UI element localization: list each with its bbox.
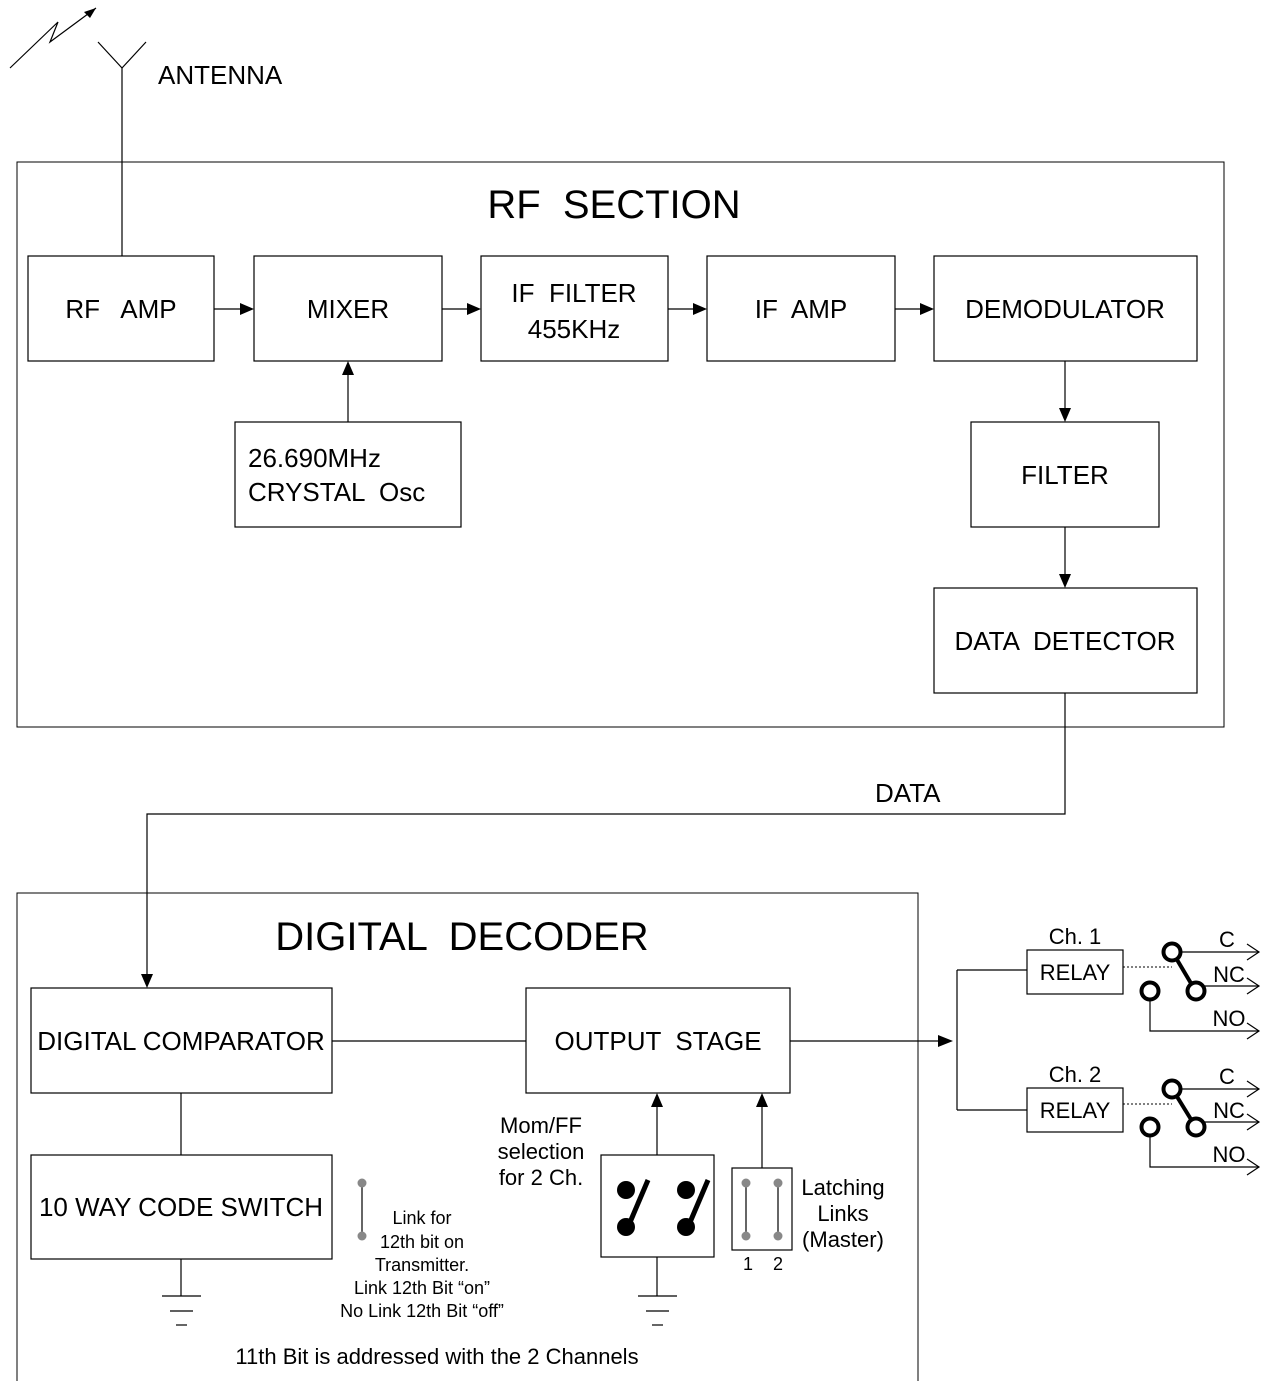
ground-icon — [162, 1295, 201, 1326]
antenna-label: ANTENNA — [158, 60, 283, 90]
code-switch-block: 10 WAY CODE SWITCH — [30, 1154, 333, 1260]
link-note-line3: Transmitter. — [375, 1255, 469, 1275]
relay-1-contact-icon — [1139, 941, 1261, 1040]
relay-feed-lines — [790, 969, 1027, 1111]
relay-2-channel-label: Ch. 2 — [1049, 1062, 1102, 1087]
latch-number-1: 1 — [743, 1254, 753, 1274]
rf-amp-label: RF AMP — [65, 294, 176, 324]
filter-label: FILTER — [1021, 460, 1109, 490]
oscillator-block: 26.690MHz CRYSTAL Osc — [234, 421, 462, 528]
latching-label-line1: Latching — [801, 1175, 884, 1200]
digital-decoder-frame — [16, 892, 919, 1381]
latching-arrow — [756, 1093, 768, 1168]
relay-1-block: RELAY — [1026, 949, 1124, 995]
latching-label-line3: (Master) — [802, 1227, 884, 1252]
if-filter-block: IF FILTER 455KHz — [480, 255, 669, 362]
decoder-footer-note: 11th Bit is addressed with the 2 Channel… — [235, 1344, 638, 1369]
link-note-line5: No Link 12th Bit “off” — [340, 1301, 504, 1321]
latching-links-block — [731, 1167, 793, 1251]
mom-ff-label-line3: for 2 Ch. — [499, 1165, 583, 1190]
switch-icon — [677, 1179, 711, 1236]
demodulator-label: DEMODULATOR — [965, 294, 1165, 324]
rf-amp-block: RF AMP — [27, 255, 215, 362]
antenna-icon — [97, 41, 147, 256]
if-amp-label: IF AMP — [755, 294, 847, 324]
mom-ff-label-line2: selection — [498, 1139, 585, 1164]
latching-label-line2: Links — [817, 1201, 868, 1226]
ground-icon — [638, 1295, 677, 1326]
relay-2-label: RELAY — [1040, 1098, 1111, 1123]
mom-ff-label-line1: Mom/FF — [500, 1113, 582, 1138]
link-note-line1: Link for — [392, 1208, 451, 1228]
latch-number-2: 2 — [773, 1254, 783, 1274]
relay-1-channel-label: Ch. 1 — [1049, 924, 1102, 949]
relay-1-contact-c: C — [1219, 927, 1235, 952]
if-amp-block: IF AMP — [706, 255, 896, 362]
relay-2-contact-no: NO — [1213, 1142, 1246, 1167]
link-note-line4: Link 12th Bit “on” — [354, 1278, 490, 1298]
digital-decoder-title: DIGITAL DECODER — [275, 915, 648, 959]
decoder-wiring — [180, 1040, 658, 1296]
output-stage-label: OUTPUT STAGE — [554, 1026, 761, 1056]
relay-1-contact-nc: NC — [1213, 962, 1245, 987]
mom-ff-switch-block — [600, 1154, 715, 1258]
relay-1-contact-no: NO — [1213, 1006, 1246, 1031]
relay-2-contact-nc: NC — [1213, 1098, 1245, 1123]
output-stage-block: OUTPUT STAGE — [525, 987, 791, 1094]
relay-2-contact-icon — [1139, 1078, 1261, 1176]
demodulator-block: DEMODULATOR — [933, 255, 1198, 362]
switch-icon — [617, 1179, 651, 1236]
oscillator-label-line2: CRYSTAL Osc — [248, 477, 425, 507]
rf-section-frame — [16, 161, 1225, 728]
filter-block: FILTER — [970, 421, 1160, 528]
relay-2-block: RELAY — [1026, 1087, 1124, 1133]
relay-2-contact-c: C — [1219, 1064, 1235, 1089]
mixer-block: MIXER — [253, 255, 443, 362]
link-note-line2: 12th bit on — [380, 1232, 464, 1252]
rf-section-title: RF SECTION — [487, 183, 740, 227]
data-detector-block: DATA DETECTOR — [933, 587, 1198, 694]
data-detector-label: DATA DETECTOR — [954, 626, 1175, 656]
data-line-label: DATA — [875, 778, 941, 808]
mixer-label: MIXER — [307, 294, 389, 324]
oscillator-label-line1: 26.690MHz — [248, 443, 381, 473]
data-line — [141, 693, 1066, 988]
digital-comparator-block: DIGITAL COMPARATOR — [30, 987, 333, 1094]
radio-wave-icon — [9, 7, 97, 69]
mom-ff-arrow — [651, 1093, 663, 1155]
digital-comparator-label: DIGITAL COMPARATOR — [37, 1026, 324, 1056]
code-switch-label: 10 WAY CODE SWITCH — [39, 1192, 323, 1222]
if-filter-label-line1: IF FILTER — [511, 278, 636, 308]
rf-signal-arrows — [214, 303, 1071, 588]
if-filter-label-line2: 455KHz — [528, 314, 621, 344]
twelfth-bit-link-icon — [357, 1178, 367, 1241]
relay-1-label: RELAY — [1040, 960, 1111, 985]
